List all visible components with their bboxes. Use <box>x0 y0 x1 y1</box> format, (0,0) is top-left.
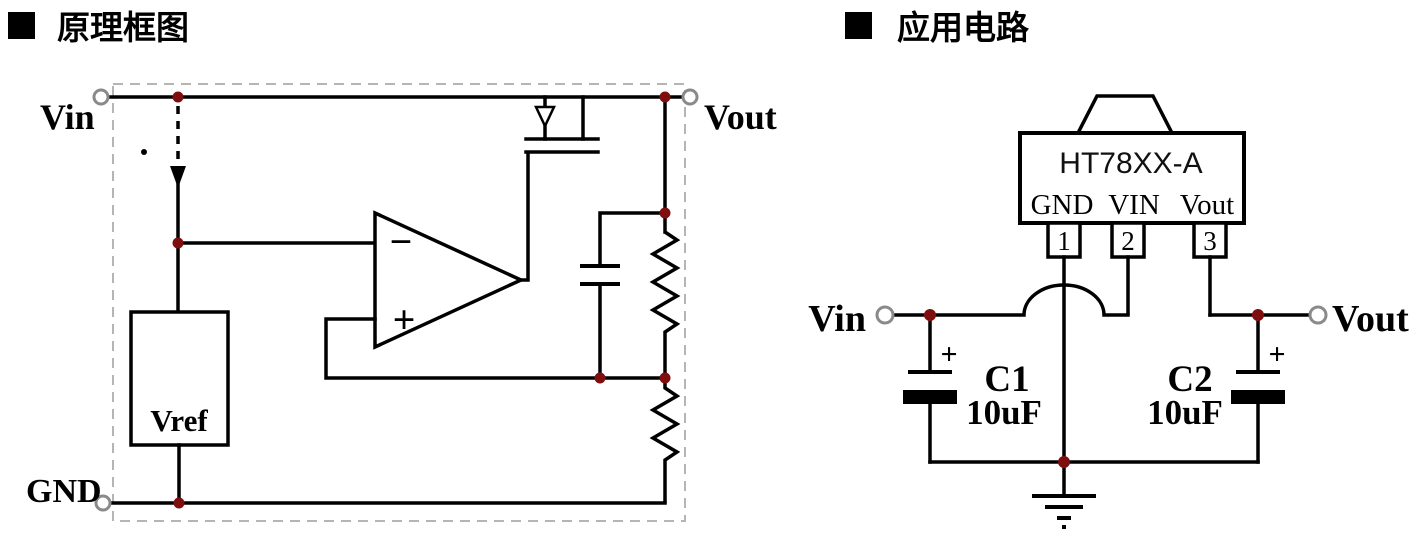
gate-drive-wire <box>519 153 530 282</box>
pin-number-3: 3 <box>1203 226 1217 256</box>
section-header-block-diagram: 原理框图 <box>8 10 189 47</box>
application-circuit-title: 应用电路 <box>897 9 1030 47</box>
junction-dot <box>172 91 184 103</box>
section-marker-icon <box>845 12 872 39</box>
vin-terminal <box>92 88 110 106</box>
current-arrow-icon <box>170 166 186 188</box>
vout-terminal <box>681 88 699 106</box>
ic-boundary-dashed-border <box>112 83 686 522</box>
c1-name-label: C1 <box>984 359 1029 400</box>
vin-label: Vin <box>808 298 866 340</box>
pin-box-2 <box>1110 221 1146 259</box>
junction-dot <box>659 372 671 384</box>
vin-label: Vin <box>40 97 95 137</box>
c2-name-label: C2 <box>1167 359 1212 400</box>
junction-dot <box>1252 309 1264 321</box>
vout-label: Vout <box>1332 298 1409 340</box>
block-diagram-title: 原理框图 <box>57 10 189 47</box>
application-circuit: HT78XX-A GND VIN Vout 1 2 3 + C1 10uF + <box>808 94 1409 529</box>
opamp-noninverting-input-label: + <box>393 297 416 342</box>
vout-label: Vout <box>704 97 777 137</box>
gnd-label: GND <box>26 473 102 510</box>
chip-pin-label-vin: VIN <box>1108 189 1160 221</box>
pin-box-1 <box>1046 221 1082 259</box>
vref-label: Vref <box>150 403 208 438</box>
junction-dot <box>594 372 606 384</box>
c1-value-label: 10uF <box>966 393 1042 432</box>
pin-number-2: 2 <box>1121 226 1135 256</box>
chip-part-number: HT78XX-A <box>1059 147 1202 180</box>
junction-dot <box>924 309 936 321</box>
junction-dot <box>659 91 671 103</box>
gnd-terminal <box>94 494 112 512</box>
junction-dot <box>173 497 185 509</box>
vin-terminal <box>875 305 895 325</box>
c2-value-label: 10uF <box>1147 393 1223 432</box>
mosfet-arrow-icon <box>534 105 556 129</box>
section-header-application-circuit: 应用电路 <box>845 9 1030 47</box>
feedback-wire <box>324 317 667 380</box>
upper-divider-resistor <box>649 230 681 378</box>
junction-dot <box>1058 456 1070 468</box>
stray-ink-dot <box>141 149 147 155</box>
c2-polarity-plus: + <box>1268 338 1285 371</box>
opamp-inverting-input-label: − <box>390 219 413 264</box>
junction-dot <box>172 237 184 249</box>
pin-number-1: 1 <box>1057 226 1071 256</box>
block-diagram: Vref − + Vin <box>26 83 777 522</box>
chip-pin-label-vout: Vout <box>1180 189 1234 221</box>
section-marker-icon <box>8 12 35 39</box>
c1-polarity-plus: + <box>940 338 957 371</box>
vin-rail-wire-with-hop <box>891 283 1130 317</box>
lower-divider-resistor <box>649 378 681 503</box>
vout-terminal <box>1308 305 1328 325</box>
junction-dot <box>659 207 671 219</box>
c2-plate-negative <box>1231 390 1285 404</box>
chip-pin-label-gnd: GND <box>1031 189 1094 221</box>
comp-cap-top-wire <box>598 211 667 268</box>
regulator-chip-body <box>1018 131 1246 225</box>
vref-block <box>129 310 230 447</box>
c1-plate-negative <box>903 390 957 404</box>
package-tab-outline <box>1076 94 1174 134</box>
error-amplifier-triangle <box>373 210 526 350</box>
